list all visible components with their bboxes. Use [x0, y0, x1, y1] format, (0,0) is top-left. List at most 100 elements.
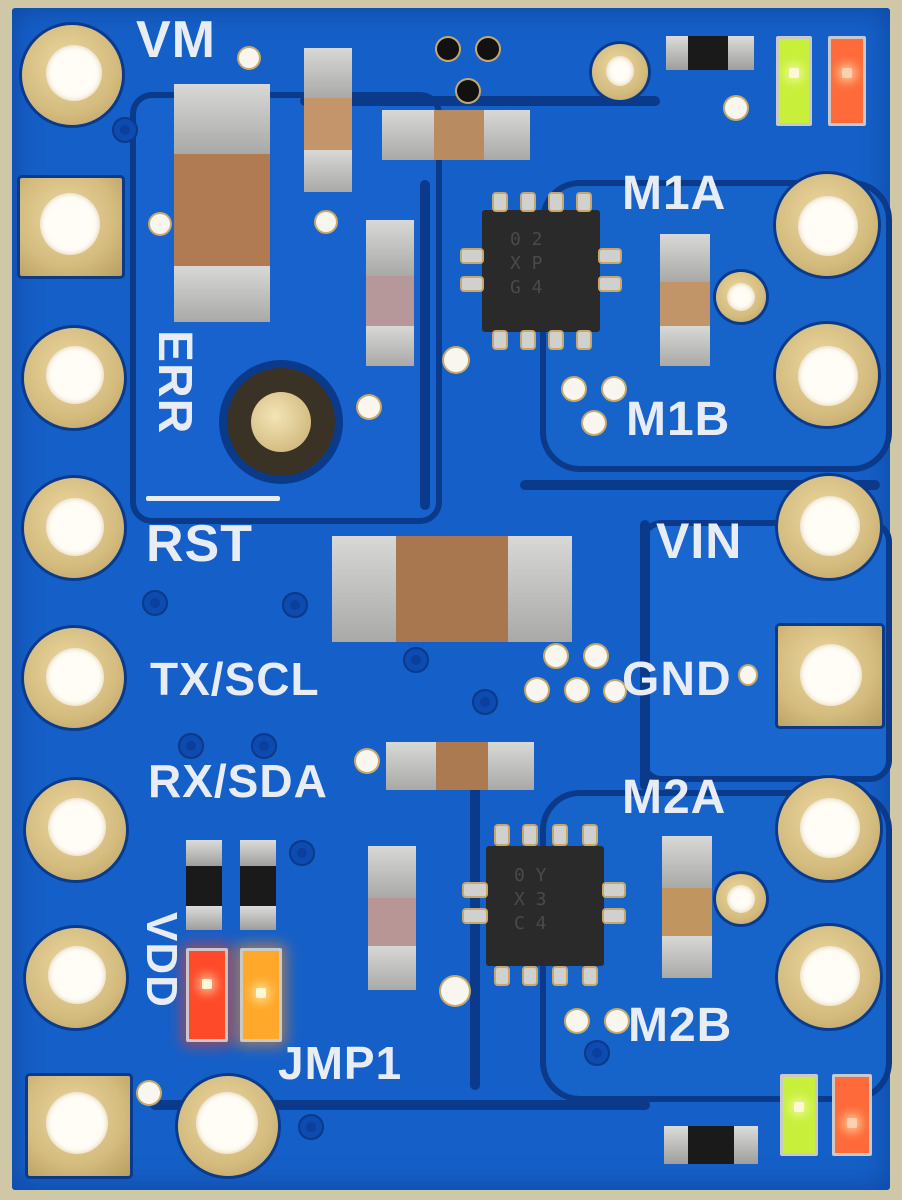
label-m1a: M1A	[622, 167, 727, 220]
capacitor	[382, 110, 530, 160]
ic-pin	[584, 826, 596, 844]
res-terminal	[240, 840, 276, 866]
through-hole	[727, 885, 755, 913]
ic-pin	[462, 250, 482, 262]
header-pad-vdd	[26, 928, 126, 1028]
ic-pin	[464, 884, 486, 896]
ic-pin	[578, 194, 590, 210]
res-terminal	[186, 906, 222, 930]
mounting-via-dark	[457, 80, 479, 102]
cap-terminal	[386, 742, 436, 790]
label-m2b: M2B	[628, 999, 733, 1052]
via	[603, 378, 625, 400]
small-pad	[592, 44, 648, 100]
via	[605, 681, 625, 701]
via	[545, 645, 567, 667]
ic-pin	[550, 332, 562, 348]
cap-terminal	[660, 234, 710, 282]
cap-terminal	[174, 84, 270, 154]
trace	[470, 760, 480, 1090]
ic-pin	[464, 910, 486, 922]
resistor-vdd-1	[186, 840, 222, 930]
led-green-m1	[776, 36, 812, 126]
ic-pin	[496, 826, 508, 844]
tented-via	[480, 697, 490, 707]
label-vm: VM	[136, 11, 216, 69]
label-rx-sda: RX/SDA	[148, 755, 328, 807]
via	[566, 1010, 588, 1032]
tented-via	[120, 125, 130, 135]
header-pad-gnd-right	[778, 626, 882, 726]
through-hole	[46, 498, 104, 556]
mounting-via-dark	[477, 38, 499, 60]
capacitor	[386, 742, 534, 790]
ic-pin	[524, 968, 536, 984]
small-pad	[716, 874, 766, 924]
cap-terminal	[304, 150, 352, 192]
label-tx-scl: TX/SCL	[150, 653, 320, 705]
through-hole	[800, 644, 862, 706]
label-gnd: GND	[622, 653, 732, 706]
led-glow	[789, 67, 799, 78]
ic-pin	[604, 910, 624, 922]
via	[150, 214, 170, 234]
cap-terminal	[484, 110, 530, 160]
trace	[520, 480, 880, 490]
through-hole	[606, 56, 634, 86]
ic-pin	[550, 194, 562, 210]
ic-pin	[554, 826, 566, 844]
led-amber-vdd	[240, 948, 282, 1042]
cap-terminal	[304, 48, 352, 98]
label-jmp1: JMP1	[278, 1037, 403, 1089]
trace	[640, 520, 650, 790]
header-pad-rx-sda	[26, 780, 126, 880]
jumper-pad-square	[28, 1076, 130, 1176]
header-pad-m2b	[778, 926, 880, 1028]
resistor-pink	[368, 846, 416, 990]
header-pad-err	[24, 328, 124, 428]
led-green-m2	[780, 1074, 818, 1156]
label-vin: VIN	[656, 513, 743, 569]
header-pad-gnd-left	[20, 178, 122, 276]
via	[441, 977, 469, 1005]
through-hole	[798, 346, 858, 406]
led-red-m1	[828, 36, 866, 126]
ic-pin	[554, 968, 566, 984]
cap-terminal	[366, 220, 414, 276]
tented-via	[290, 600, 300, 610]
via	[316, 212, 336, 232]
label-err: ERR	[148, 330, 201, 435]
tented-via	[186, 741, 196, 751]
led-glow	[202, 979, 212, 990]
ic-pin	[600, 250, 620, 262]
cap-terminal	[662, 936, 712, 978]
label-m1b: M1B	[626, 393, 731, 446]
through-hole	[800, 496, 860, 556]
header-pad-rst	[24, 478, 124, 578]
through-hole	[40, 193, 100, 255]
via	[563, 378, 585, 400]
through-hole	[196, 1092, 258, 1154]
ic-pin	[604, 884, 624, 896]
cap-terminal	[174, 266, 270, 322]
cap-terminal	[662, 836, 712, 888]
capacitor	[660, 234, 710, 366]
header-pad-vin	[778, 476, 880, 578]
through-hole	[48, 798, 106, 856]
capacitor-large-vm	[174, 84, 270, 322]
cap-terminal	[368, 946, 416, 990]
header-pad-m1a	[776, 174, 878, 276]
res-terminal	[728, 36, 754, 70]
resistor-vdd-2	[240, 840, 276, 930]
tented-via	[592, 1048, 602, 1058]
via	[526, 679, 548, 701]
through-hole	[48, 946, 106, 1004]
through-hole	[46, 1092, 108, 1154]
ic-pin	[600, 278, 620, 290]
through-hole	[46, 648, 104, 706]
ic-pin	[522, 332, 534, 348]
through-hole	[800, 798, 860, 858]
